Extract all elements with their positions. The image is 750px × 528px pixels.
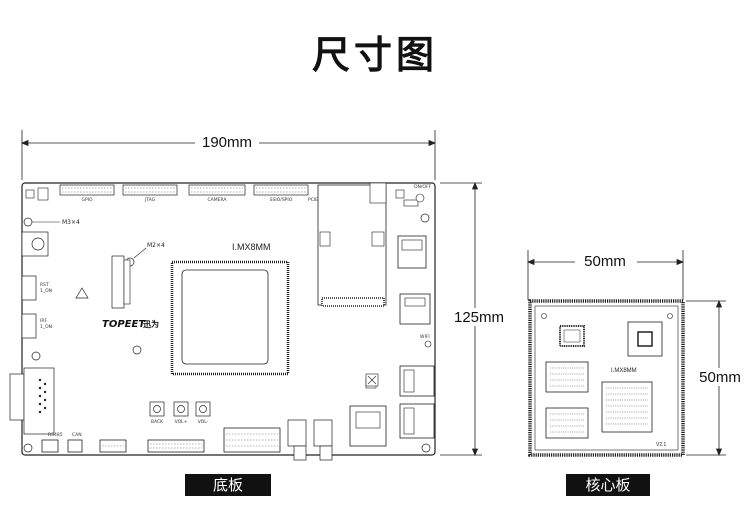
svg-text:ON/OFF: ON/OFF xyxy=(414,184,432,190)
can-label: CAN xyxy=(72,432,82,438)
volup-key-label: VOL+ xyxy=(175,419,188,425)
svg-text:RST: RST xyxy=(40,282,49,288)
left-connectors xyxy=(9,231,55,435)
jtag-label: JTAG xyxy=(144,197,156,203)
back-key-label: BACK xyxy=(151,419,164,425)
m2-hole-label: M2×4 xyxy=(147,242,165,249)
core-chip-label: I.MX8MM xyxy=(611,368,637,374)
chip-label: I.MX8MM xyxy=(232,242,271,252)
ssio-label: SSIO/SPIO xyxy=(270,197,293,203)
base-board-caption: 底板 xyxy=(185,474,271,496)
core-board: I.MX8MM V2.1 xyxy=(528,299,685,457)
base-width-label: 190mm xyxy=(202,134,252,151)
gpio-label: GPIO xyxy=(81,197,93,203)
base-board: GPIO JTAG CAMERA SSIO/SPIO PCIE M3×4 M2×… xyxy=(9,182,436,461)
brand-cn-label: 迅为 xyxy=(143,319,159,329)
svg-text:WIFI: WIFI xyxy=(420,334,430,340)
pcie-label: PCIE xyxy=(308,197,318,203)
svg-text:1_ON: 1_ON xyxy=(40,324,52,330)
core-version-label: V2.1 xyxy=(656,442,667,448)
top-connectors xyxy=(59,184,309,196)
core-height-label: 50mm xyxy=(699,369,741,386)
rs485-label: RS485 xyxy=(48,432,63,438)
base-height-label: 125mm xyxy=(454,309,504,326)
brand-label: TOPEET xyxy=(102,319,146,330)
voldown-key-label: VOL- xyxy=(198,419,209,425)
core-width-label: 50mm xyxy=(584,253,626,270)
m3-hole-label: M3×4 xyxy=(62,219,80,226)
camera-label: CAMERA xyxy=(208,197,228,203)
core-board-caption: 核心板 xyxy=(566,474,650,496)
page-title: 尺寸图 xyxy=(311,33,438,77)
svg-text:1_ON: 1_ON xyxy=(40,288,52,294)
svg-text:IRF: IRF xyxy=(40,318,47,324)
